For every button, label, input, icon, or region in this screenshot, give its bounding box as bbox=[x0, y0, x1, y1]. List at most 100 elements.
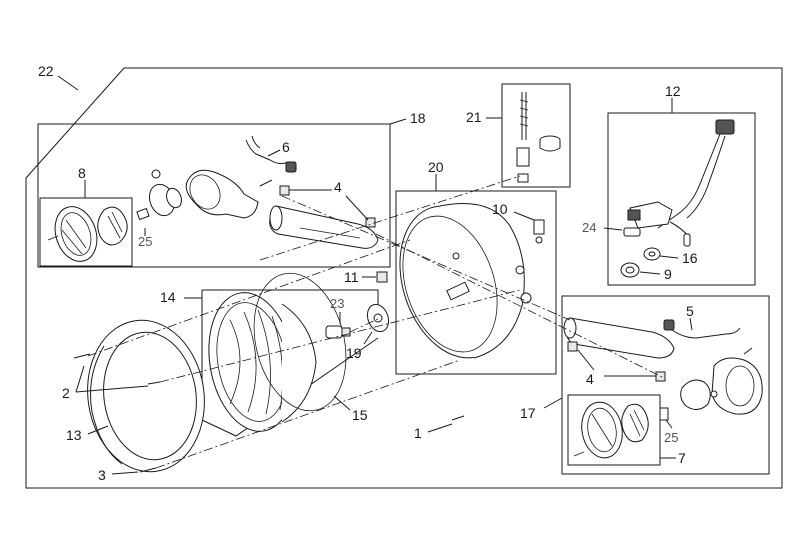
shell-bracket bbox=[446, 281, 470, 301]
socket-gasket-right bbox=[680, 379, 711, 410]
group-20-frame bbox=[395, 190, 557, 375]
callout-4a: 4 bbox=[334, 179, 342, 195]
reflector-bowl-back bbox=[281, 303, 317, 423]
callout-14: 14 bbox=[160, 289, 176, 305]
wire-main-12b bbox=[686, 135, 726, 219]
nut-11 bbox=[376, 271, 388, 283]
alignment-line-screw2-upper bbox=[87, 239, 411, 357]
small-screw-right bbox=[710, 390, 718, 398]
leader-9 bbox=[639, 271, 661, 275]
leader-15 bbox=[333, 395, 351, 411]
callout-10: 10 bbox=[492, 201, 508, 217]
trim-ring-opening bbox=[103, 331, 197, 461]
group-7-frame bbox=[567, 394, 661, 466]
callout-24: 24 bbox=[582, 220, 596, 235]
wire-terminal bbox=[683, 233, 691, 247]
grommet-16-hole bbox=[648, 251, 656, 257]
trim-ring-edge bbox=[90, 345, 123, 465]
callout-8: 8 bbox=[78, 165, 86, 181]
lens-inner-ring bbox=[60, 212, 92, 256]
socket-gasket-left bbox=[166, 187, 182, 209]
leader-2a bbox=[75, 365, 85, 393]
bulb-24 bbox=[623, 227, 641, 237]
callout-23: 23 bbox=[330, 296, 344, 311]
lens-ribbing bbox=[65, 219, 87, 249]
screw-2-upper bbox=[73, 353, 91, 359]
grommet-9-hole bbox=[625, 266, 635, 274]
relay-block-12 bbox=[629, 201, 673, 229]
shell-back bbox=[439, 203, 525, 359]
housing-screw-left bbox=[259, 179, 273, 187]
callout-7: 7 bbox=[678, 450, 686, 466]
headlight-bulb-23 bbox=[325, 325, 343, 339]
lens-screw-left bbox=[47, 235, 59, 241]
callout-18: 18 bbox=[410, 110, 426, 126]
leader-16 bbox=[659, 255, 679, 259]
leader-10 bbox=[513, 211, 535, 221]
callout-5: 5 bbox=[686, 303, 694, 319]
relay-plug bbox=[627, 209, 641, 221]
stalk-end-right bbox=[563, 317, 577, 339]
screw-2-lower bbox=[147, 381, 161, 385]
leader-19 bbox=[363, 331, 373, 345]
leader-18 bbox=[389, 118, 407, 125]
reflector-detail-right bbox=[629, 409, 645, 437]
leader-25b bbox=[665, 419, 673, 429]
reflector-ring-left bbox=[97, 206, 128, 246]
leader-22 bbox=[57, 75, 79, 91]
callout-17: 17 bbox=[520, 405, 536, 421]
connector-5 bbox=[663, 319, 675, 331]
callout-19: 19 bbox=[346, 345, 362, 361]
callout-11: 11 bbox=[344, 269, 359, 285]
lens-ribbing-right bbox=[591, 413, 613, 447]
callout-9: 9 bbox=[664, 266, 672, 282]
leader-24 bbox=[603, 227, 623, 231]
callout-22: 22 bbox=[38, 63, 54, 79]
nut-4b-upper bbox=[567, 341, 578, 352]
turn-signal-housing-left bbox=[185, 169, 259, 219]
leader-6 bbox=[267, 149, 281, 157]
alignment-line-socket bbox=[349, 317, 381, 333]
stalk-end-left bbox=[269, 205, 283, 231]
group-12-frame bbox=[607, 112, 756, 286]
callout-4b: 4 bbox=[586, 371, 594, 387]
wire-harness-6 bbox=[245, 139, 289, 165]
callout-20: 20 bbox=[428, 159, 444, 175]
callout-16: 16 bbox=[682, 250, 698, 266]
mount-screw-10 bbox=[533, 219, 545, 235]
housing-rim-left bbox=[189, 174, 221, 210]
shell-mount-2 bbox=[515, 265, 525, 275]
callout-13: 13 bbox=[66, 427, 82, 443]
group-18-frame bbox=[37, 123, 391, 268]
leader-3 bbox=[111, 471, 139, 475]
callout-3: 3 bbox=[98, 467, 106, 483]
bolt-thread bbox=[519, 99, 529, 127]
leader-17 bbox=[543, 397, 563, 409]
callout-1: 1 bbox=[414, 425, 422, 441]
shell-mount bbox=[520, 292, 532, 304]
leader-1 bbox=[427, 423, 453, 433]
connector-12 bbox=[715, 119, 735, 135]
callout-15: 15 bbox=[352, 407, 368, 423]
stalk-seam bbox=[299, 227, 361, 239]
lens-inner-ring-right bbox=[587, 407, 617, 453]
group-17-frame bbox=[561, 295, 770, 475]
leader-5 bbox=[689, 317, 693, 331]
connector-6 bbox=[285, 161, 297, 173]
washer-21 bbox=[539, 140, 561, 152]
callout-6: 6 bbox=[282, 139, 290, 155]
nut-21 bbox=[517, 173, 529, 183]
group-8-frame bbox=[39, 197, 133, 267]
bulb-25-left bbox=[136, 207, 150, 221]
main-assembly-frame bbox=[25, 67, 783, 489]
mount-screw-1 bbox=[451, 415, 465, 421]
callout-25a: 25 bbox=[138, 234, 152, 249]
alignment-line-screw3 bbox=[155, 359, 461, 469]
reflector-ring-right bbox=[621, 403, 649, 443]
alignment-line-screw2-lower bbox=[159, 289, 521, 383]
wire-main-12 bbox=[657, 133, 721, 229]
callout-25b: 25 bbox=[664, 430, 678, 445]
leader-13 bbox=[87, 425, 109, 435]
